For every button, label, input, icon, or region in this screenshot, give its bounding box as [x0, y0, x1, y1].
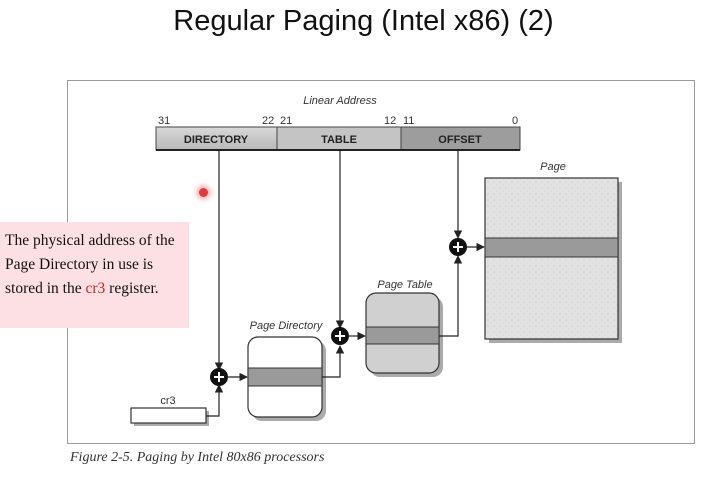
- bit-31: 31: [158, 115, 170, 127]
- page-directory-entry: [247, 367, 323, 387]
- slide-title: Regular Paging (Intel x86) (2): [173, 5, 554, 37]
- bit-0: 0: [512, 115, 518, 127]
- laser-pointer-dot: [199, 188, 208, 197]
- page-table: [365, 292, 443, 377]
- page-table-entry: [365, 326, 440, 345]
- linear-address-bar: DIRECTORY TABLE OFFSET: [155, 126, 521, 151]
- bit-21: 21: [280, 115, 292, 127]
- adder-offset: [449, 238, 467, 256]
- page-frame: [484, 177, 622, 343]
- connectors: [206, 150, 485, 417]
- page-label: Page: [540, 161, 566, 173]
- page-directory: [247, 336, 326, 421]
- bit-12: 12: [384, 115, 396, 127]
- page-entry: [484, 237, 619, 258]
- page-table-label: Page Table: [377, 279, 432, 291]
- bit-22: 22: [262, 115, 274, 127]
- offset-field-label: OFFSET: [438, 134, 482, 146]
- figure-caption: Figure 2-5. Paging by Intel 80x86 proces…: [70, 450, 325, 465]
- cr3-register: [130, 407, 209, 426]
- note-highlight-cr3: cr3: [85, 280, 106, 297]
- annotation-note: The physical address of the Page Directo…: [0, 222, 189, 328]
- directory-field-label: DIRECTORY: [184, 134, 249, 146]
- page-directory-label: Page Directory: [250, 320, 324, 332]
- table-field-label: TABLE: [321, 134, 357, 146]
- bit-11: 11: [403, 115, 414, 127]
- adder-directory: [210, 368, 228, 386]
- cr3-label: cr3: [160, 395, 175, 407]
- note-text-end: register.: [105, 280, 159, 297]
- note-text: The physical address of the Page Directo…: [5, 232, 175, 297]
- linear-address-label: Linear Address: [303, 95, 377, 107]
- adder-table: [331, 327, 349, 345]
